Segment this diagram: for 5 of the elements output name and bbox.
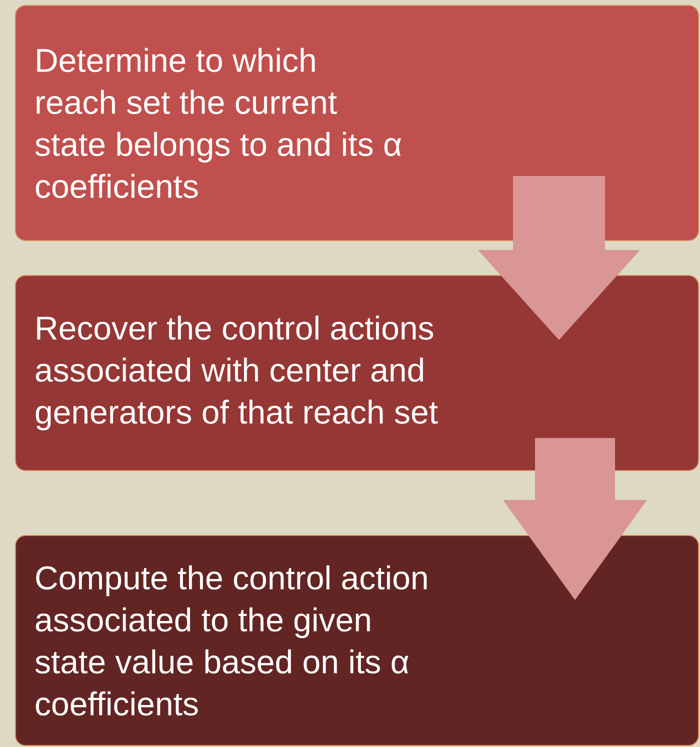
block-arrow <box>503 438 647 600</box>
process-box: Compute the control action associated to the given state value based on its α coefficients <box>15 535 699 746</box>
process-box: Recover the control actions associated with center and generators of that reach set <box>15 275 699 471</box>
process-box: Determine to which reach set the current state belongs to and its α coefficients <box>15 5 699 241</box>
block-arrow <box>478 176 640 340</box>
